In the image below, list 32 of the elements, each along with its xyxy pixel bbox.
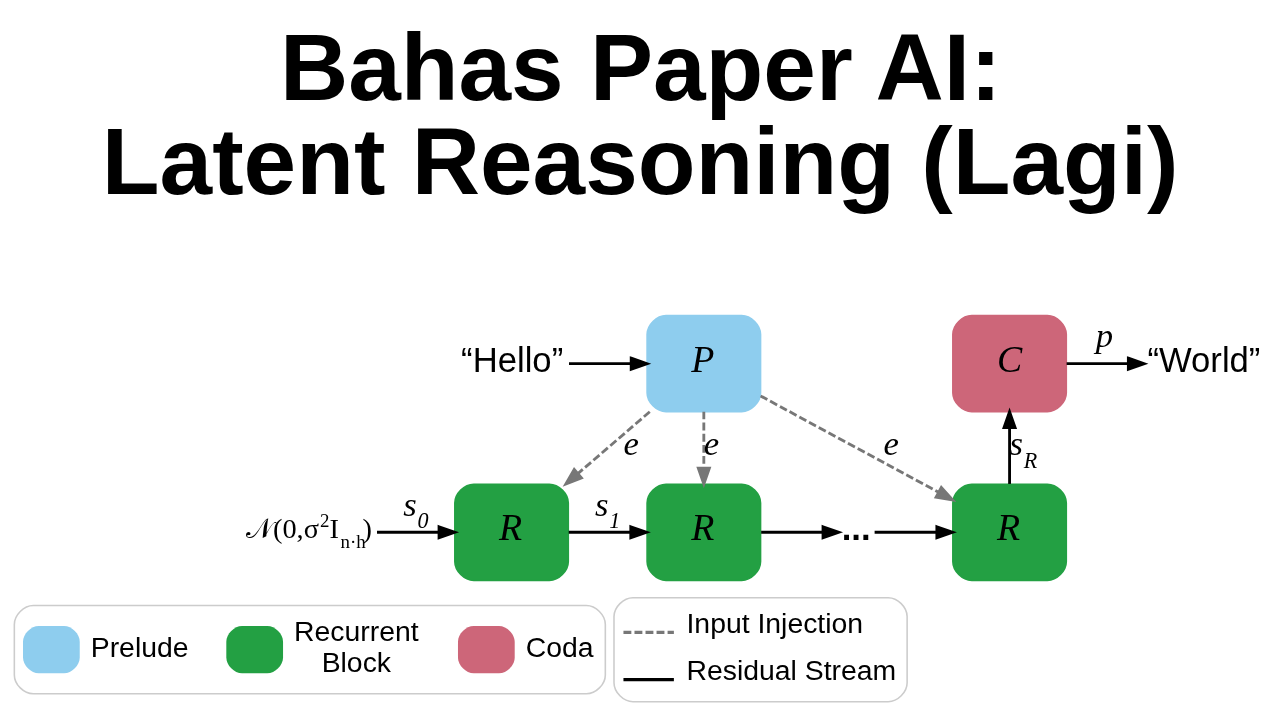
edge-label: e: [883, 423, 899, 462]
edge-label: s$_{1}$: [595, 484, 621, 533]
node-box: C: [952, 314, 1068, 412]
arrow: [1066, 355, 1149, 371]
edge-label: s$_{0}$: [403, 484, 429, 533]
legend-label: Recurrent Block: [294, 614, 419, 678]
node-text: ...: [841, 508, 871, 547]
arrow: [874, 524, 957, 540]
arrow: [1002, 406, 1018, 484]
node-text: “World”: [1147, 340, 1261, 379]
arrow: [759, 394, 957, 502]
legend-label: Prelude: [90, 630, 189, 663]
legend-label: Coda: [525, 630, 594, 663]
arrow: [569, 355, 652, 371]
edge-label: e: [623, 423, 639, 462]
arrow: [761, 524, 844, 540]
legend-label: Input Injection: [686, 606, 864, 639]
edge-label: e: [703, 423, 720, 462]
arrow: [377, 524, 460, 540]
edge-label: s$_{R}$: [1009, 423, 1038, 473]
node-box: P: [646, 314, 762, 412]
arrow: [696, 411, 712, 488]
node-box: R: [454, 482, 570, 581]
arrow: [568, 524, 651, 540]
arrow: [562, 410, 651, 487]
node-text: 𝒩(0,σ$^{2}$I$_{n·h}$): [246, 509, 373, 552]
diagram-title: Bahas Paper AI: Latent Reasoning (Lagi): [101, 13, 1179, 214]
legend-label: Residual Stream: [686, 653, 897, 686]
node-box: R: [952, 482, 1068, 581]
edge-label: p: [1095, 315, 1114, 354]
node-box: R: [646, 482, 762, 581]
node-text: “Hello”: [461, 340, 564, 379]
